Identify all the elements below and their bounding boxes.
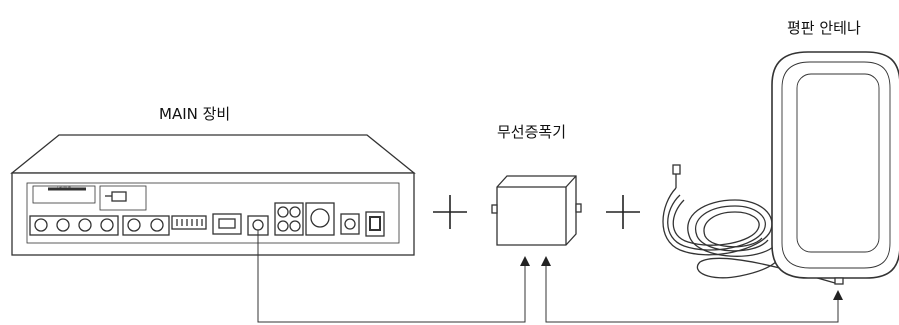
amplifier-box [491, 175, 582, 246]
flat-panel-antenna [771, 51, 899, 285]
caution-text: CAUTION [57, 185, 71, 189]
amplifier-label: 무선증폭기 [497, 123, 567, 141]
plus-sign-1 [433, 195, 467, 229]
plus-sign-2 [606, 195, 640, 229]
main-device-label: MAIN 장비 [159, 105, 231, 123]
main-device: CAUTION [10, 134, 416, 256]
arrow-up-icon [541, 256, 551, 266]
antenna-cable [662, 164, 836, 284]
antenna-label: 평판 안테나 [787, 19, 861, 37]
arrow-up-icon [520, 256, 530, 266]
arrow-up-icon [833, 290, 843, 300]
connection-lines [257, 230, 839, 323]
